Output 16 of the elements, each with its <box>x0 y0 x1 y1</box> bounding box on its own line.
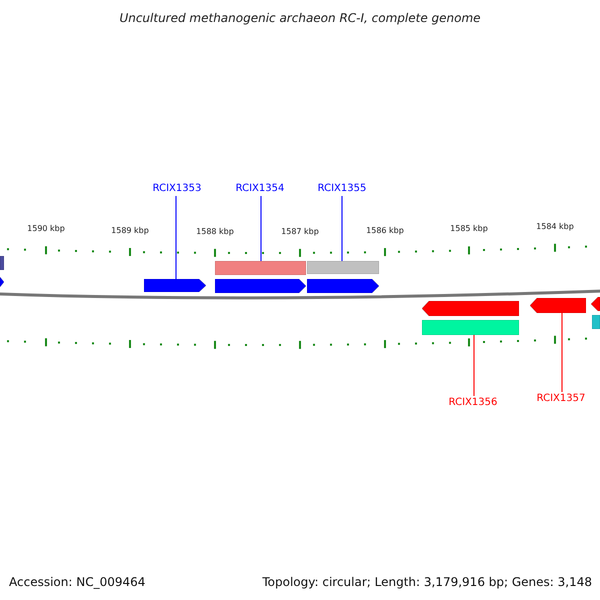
scale-label: 1584 kbp <box>535 222 575 232</box>
gene-label: RCIX1354 <box>233 182 287 196</box>
scale-label: 1589 kbp <box>110 226 150 236</box>
footer-note: Topology: circular; Length: 3,179,916 bp; Genes: 3,148 <box>262 574 592 591</box>
footer-note: Accession: NC_009464 <box>9 574 146 591</box>
gene-label: RCIX1353 <box>150 182 204 196</box>
scale-label: 1590 kbp <box>26 224 66 234</box>
scale-label: 1588 kbp <box>195 226 235 237</box>
title: Uncultured methanogenic archaeon RC-I, complete genome <box>118 10 482 27</box>
gene-label: RCIX1357 <box>534 392 588 406</box>
scale-label: 1586 kbp <box>365 226 405 236</box>
scale-label: 1585 kbp <box>449 224 489 234</box>
scale-label: 1587 kbp <box>280 226 320 237</box>
gene-label: RCIX1355 <box>315 182 369 196</box>
gene-label: RCIX1356 <box>446 396 500 410</box>
leader-line <box>260 196 262 262</box>
